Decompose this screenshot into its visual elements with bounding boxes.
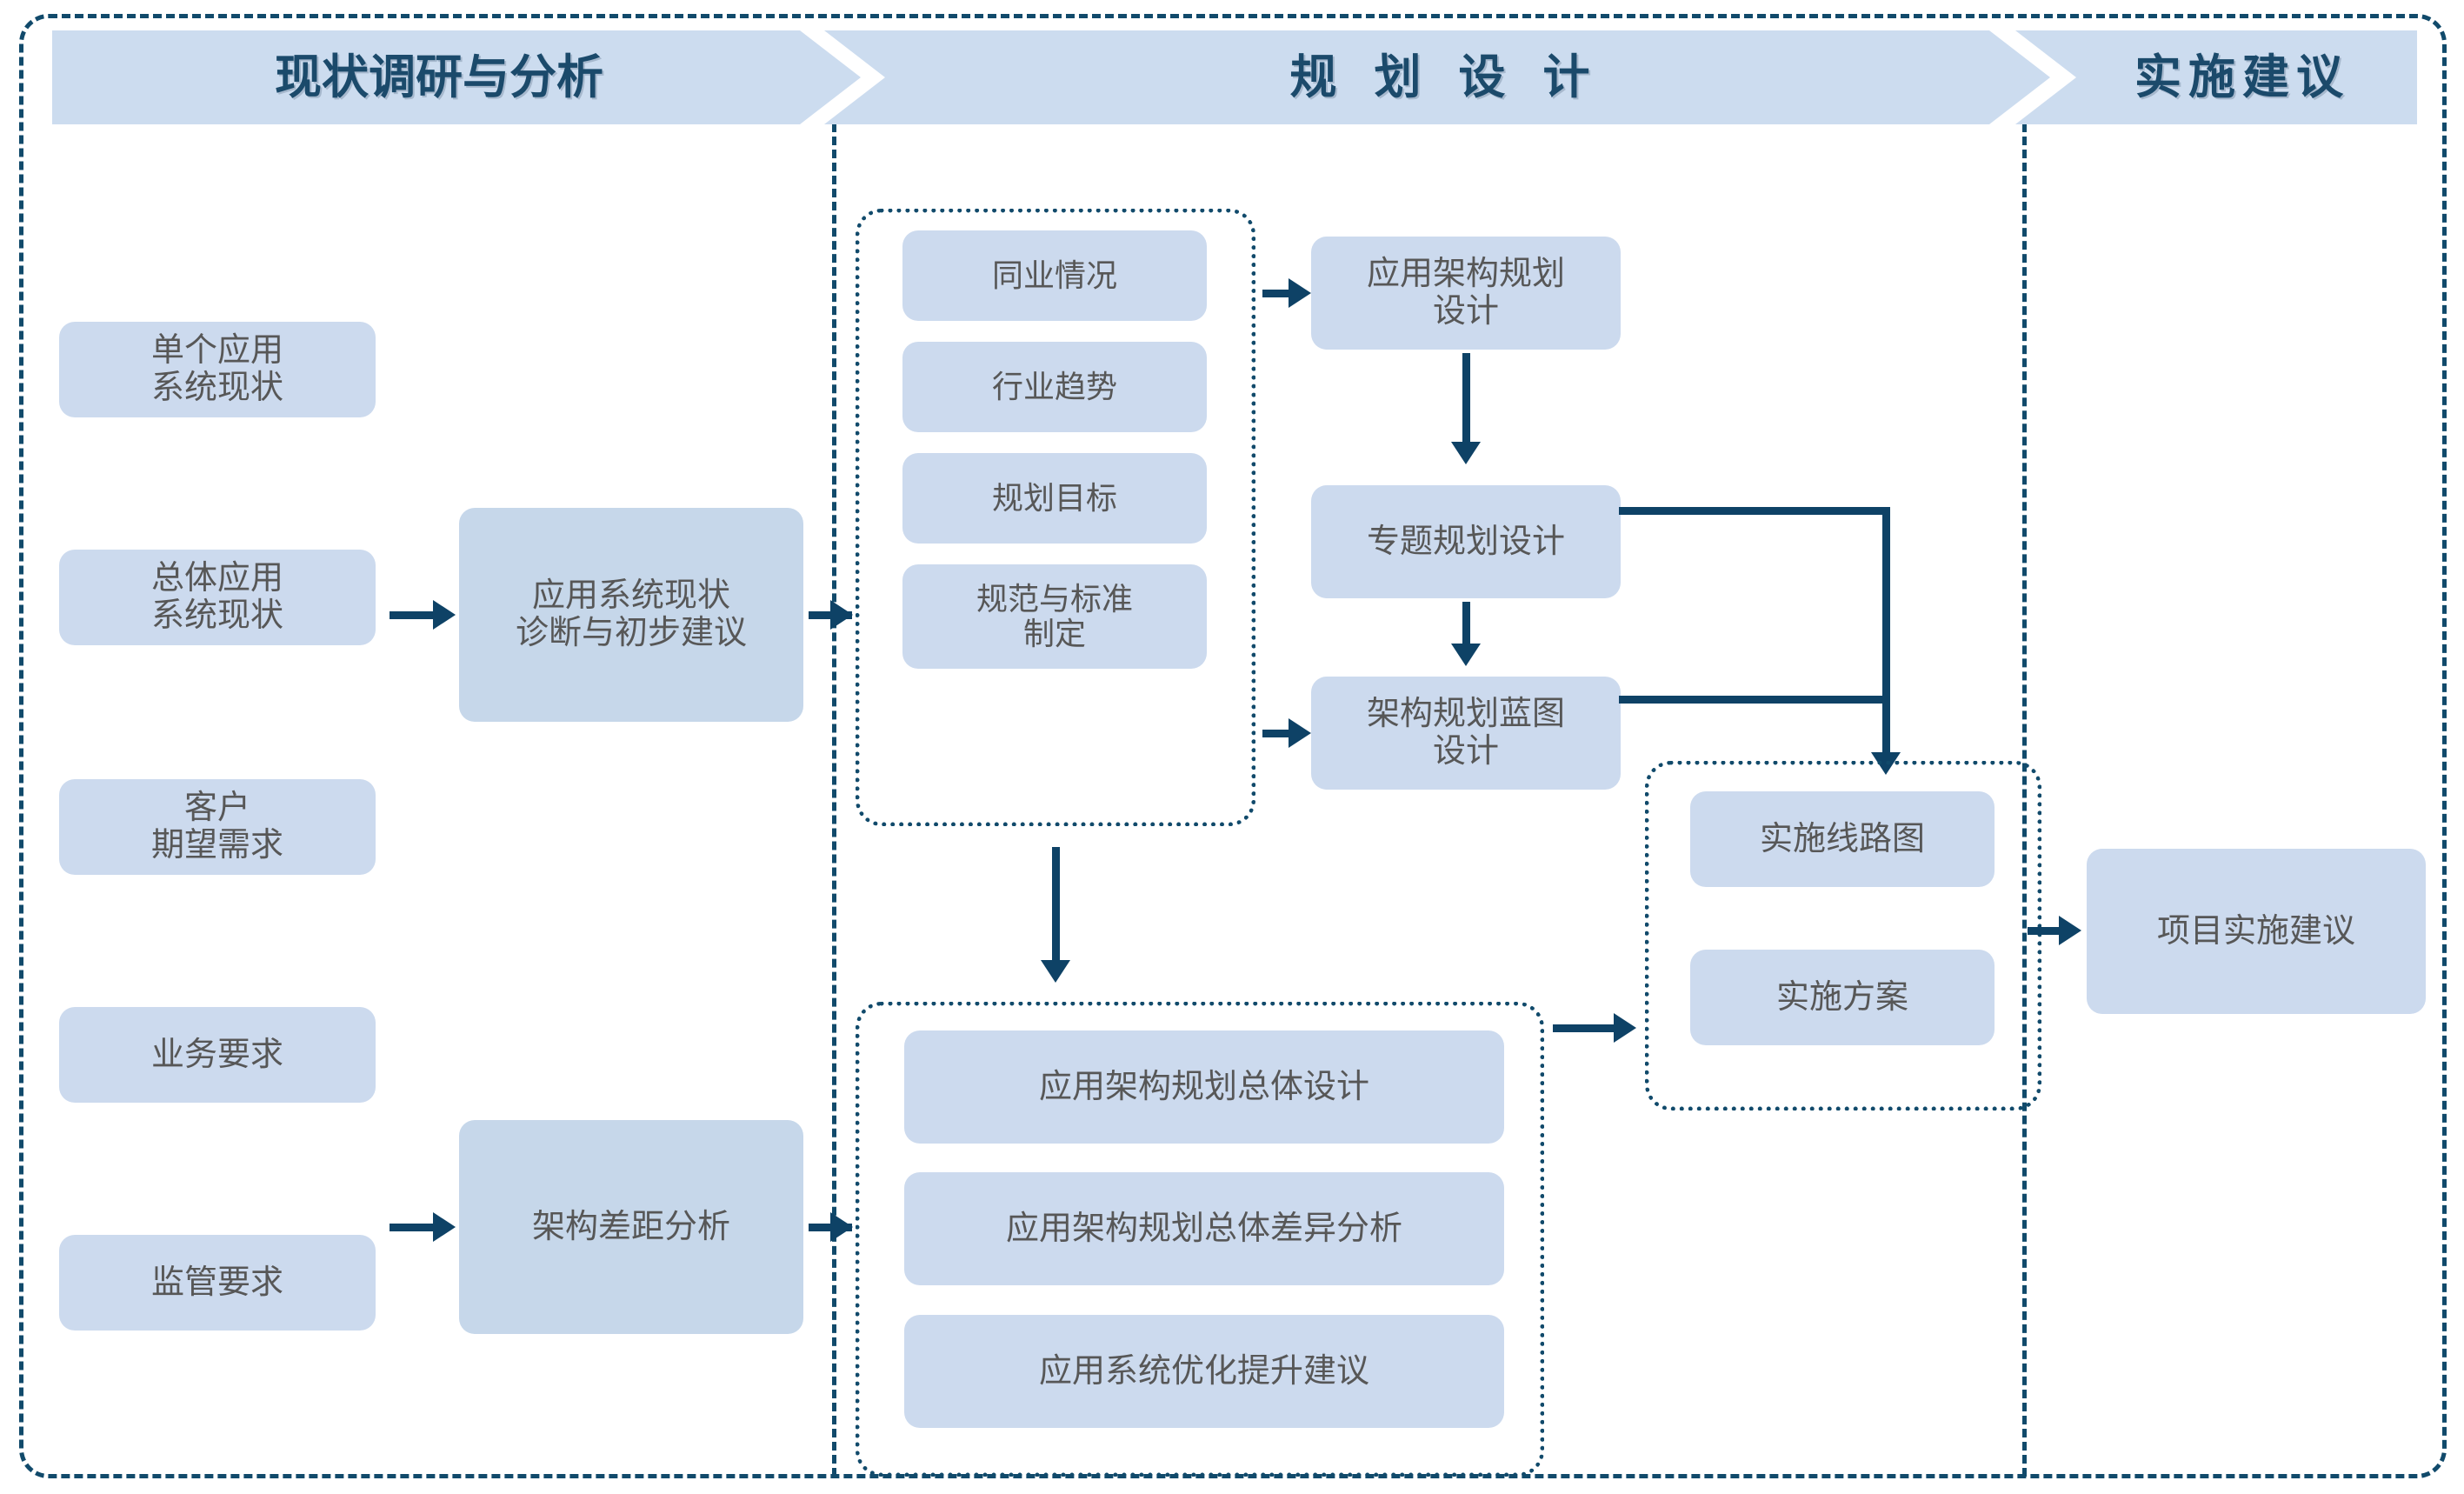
node-peer-situation[interactable]: 同业情况: [902, 230, 1207, 321]
node-customer-expectation[interactable]: 客户 期望需求: [59, 779, 376, 875]
banner-phase-3-label: 实施建议: [2134, 51, 2350, 103]
node-overall-gap-analysis[interactable]: 应用架构规划总体差异分析: [904, 1172, 1504, 1285]
connector-overall-status-to-diagnosis: [390, 611, 435, 619]
group-implementation: [1645, 761, 2041, 1110]
group-planning-inputs: [856, 209, 1255, 826]
banner-phase-2: 规 划 设 计: [824, 30, 2050, 124]
connector-peer-to-planning-design: [1262, 290, 1297, 297]
arrowhead-planning-inputs-to-overall: [1041, 960, 1070, 983]
connector-planning-inputs-to-overall: [1052, 847, 1060, 969]
banner-phase-1: 现状调研与分析: [52, 30, 861, 124]
connector-thematic-to-merge: [1619, 507, 1890, 515]
arrowhead-peer-to-planning-design: [1289, 278, 1311, 308]
arrowhead-thematic-to-blueprint: [1451, 644, 1481, 666]
node-project-implementation-proposal[interactable]: 项目实施建议: [2087, 849, 2426, 1014]
node-implementation-roadmap[interactable]: 实施线路图: [1690, 791, 1995, 887]
node-architecture-blueprint-design[interactable]: 架构规划蓝图 设计: [1311, 677, 1621, 790]
node-architecture-gap-analysis[interactable]: 架构差距分析: [459, 1120, 803, 1334]
node-implementation-plan[interactable]: 实施方案: [1690, 950, 1995, 1045]
section-divider-1: [832, 123, 836, 1477]
node-business-requirement[interactable]: 业务要求: [59, 1007, 376, 1103]
banner-phase-3: 实施建议: [2015, 30, 2417, 124]
banner-phase-1-label: 现状调研与分析: [275, 51, 603, 103]
connector-regulatory-to-gap-analysis: [390, 1224, 435, 1231]
arrowhead-gap-analysis-to-overall-design: [830, 1212, 853, 1242]
node-standards-definition[interactable]: 规范与标准 制定: [902, 564, 1207, 669]
banner-phase-2-label: 规 划 设 计: [1289, 51, 1602, 103]
connector-planning-design-to-thematic: [1462, 353, 1470, 447]
node-app-status-diagnosis[interactable]: 应用系统现状 诊断与初步建议: [459, 508, 803, 722]
connector-implementation-to-proposal: [2028, 927, 2066, 935]
arrowhead-implementation-to-proposal: [2059, 916, 2081, 945]
node-thematic-planning-design[interactable]: 专题规划设计: [1311, 485, 1621, 598]
arrowhead-diagnosis-to-planning-inputs: [830, 600, 853, 630]
node-planning-goal[interactable]: 规划目标: [902, 453, 1207, 544]
node-regulatory-requirement[interactable]: 监管要求: [59, 1235, 376, 1331]
arrowhead-overall-to-implementation: [1614, 1013, 1636, 1043]
arrowhead-regulatory-to-gap-analysis: [433, 1212, 456, 1242]
node-industry-trend[interactable]: 行业趋势: [902, 342, 1207, 432]
arrowhead-standards-to-blueprint: [1289, 718, 1311, 748]
connector-standards-to-blueprint: [1262, 730, 1297, 737]
section-divider-2: [2022, 123, 2027, 1477]
node-overall-architecture-design[interactable]: 应用架构规划总体设计: [904, 1030, 1504, 1144]
connector-overall-to-implementation: [1553, 1024, 1615, 1032]
group-overall-design: [856, 1002, 1544, 1477]
connector-thematic-to-blueprint: [1462, 602, 1470, 650]
connector-merge-vertical: [1882, 507, 1890, 759]
node-optimization-suggestion[interactable]: 应用系统优化提升建议: [904, 1315, 1504, 1428]
connector-blueprint-to-merge: [1619, 696, 1890, 704]
arrowhead-overall-status-to-diagnosis: [433, 600, 456, 630]
node-app-architecture-planning-design[interactable]: 应用架构规划 设计: [1311, 237, 1621, 350]
node-single-app-status[interactable]: 单个应用 系统现状: [59, 322, 376, 417]
node-overall-app-status[interactable]: 总体应用 系统现状: [59, 550, 376, 645]
arrowhead-planning-design-to-thematic: [1451, 442, 1481, 464]
